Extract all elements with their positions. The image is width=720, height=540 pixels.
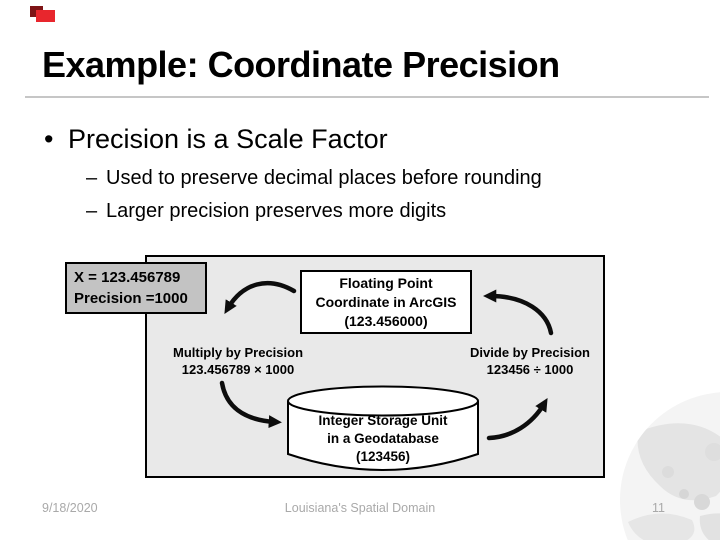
cylinder-label: Integer Storage Unit in a Geodatabase (1… xyxy=(285,412,481,466)
divide-label-line2: 123456 ÷ 1000 xyxy=(486,362,574,377)
footer-page-number: 11 xyxy=(652,501,665,515)
footer-date: 9/18/2020 xyxy=(42,501,98,515)
input-label-box: X = 123.456789 Precision =1000 xyxy=(65,262,207,314)
cylinder-label-line3: (123456) xyxy=(355,449,411,464)
multiply-label: Multiply by Precision 123.456789 × 1000 xyxy=(148,344,328,378)
dash-marker: – xyxy=(86,167,98,189)
sub-bullet-text-1: Used to preserve decimal places before r… xyxy=(106,167,542,189)
floating-point-box: Floating Point Coordinate in ArcGIS (123… xyxy=(300,270,472,334)
footer-title: Louisiana's Spatial Domain xyxy=(284,501,436,515)
bullet-marker: • xyxy=(44,124,54,154)
dash-marker: – xyxy=(86,200,98,222)
divide-label: Divide by Precision 123456 ÷ 1000 xyxy=(440,344,620,378)
input-precision-value: Precision =1000 xyxy=(74,290,188,307)
bullet-text: Precision is a Scale Factor xyxy=(68,124,388,154)
floating-box-line1: Floating Point xyxy=(339,275,433,291)
floating-box-line2: Coordinate in ArcGIS xyxy=(315,294,457,310)
red-corner-mark xyxy=(0,0,60,28)
multiply-label-line1: Multiply by Precision xyxy=(172,345,304,360)
divide-label-line1: Divide by Precision xyxy=(470,345,590,360)
red-mark-bright-square xyxy=(36,10,55,22)
floating-box-line3: (123.456000) xyxy=(344,313,428,329)
title-divider xyxy=(25,96,709,98)
cylinder-label-line1: Integer Storage Unit xyxy=(318,413,448,428)
input-x-value: X = 123.456789 xyxy=(74,269,181,286)
cylinder-label-line2: in a Geodatabase xyxy=(327,431,439,446)
sub-bullet-text-2: Larger precision preserves more digits xyxy=(106,200,447,222)
page-title: Example: Coordinate Precision xyxy=(42,44,560,85)
multiply-label-line2: 123.456789 × 1000 xyxy=(181,362,295,377)
